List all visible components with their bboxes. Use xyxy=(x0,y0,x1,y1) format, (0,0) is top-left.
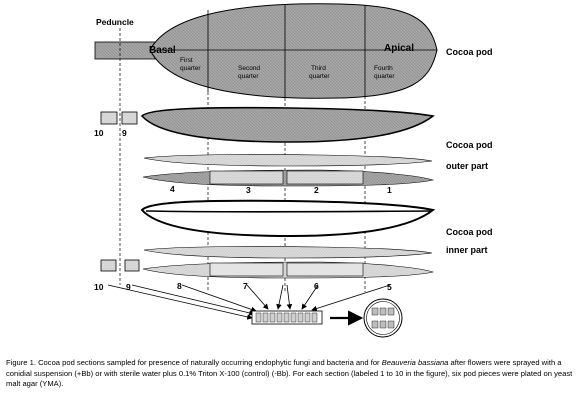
label-section-7: 7 xyxy=(243,281,248,291)
outer-part-label: outer part xyxy=(446,161,488,171)
figure-caption: Figure 1. Cocoa pod sections sampled for… xyxy=(6,358,574,390)
label-section-1: 1 xyxy=(387,185,392,195)
label-section-8: 8 xyxy=(177,281,182,291)
piece-9-inner xyxy=(124,259,140,272)
inner-strip-upper xyxy=(143,246,433,259)
inner-part-label: inner part xyxy=(446,245,488,255)
inner-pod-rim xyxy=(145,210,431,213)
outer-section-2 xyxy=(286,170,364,185)
basal-label: Basal xyxy=(149,45,176,56)
inner-pod-half xyxy=(140,199,436,238)
inner-section-7 xyxy=(209,262,284,277)
plated-pieces-row xyxy=(251,310,323,325)
piece-10-outer xyxy=(100,111,118,125)
outer-section-3 xyxy=(209,170,284,185)
caption-species: Beauveria bassiana xyxy=(381,358,449,367)
cocoa-pod-inner-label: Cocoa pod xyxy=(446,227,493,237)
inner-section-6 xyxy=(286,262,364,277)
label-section-4: 4 xyxy=(170,184,175,194)
cocoa-pod-outer-label: Cocoa pod xyxy=(446,140,493,150)
petri-dish xyxy=(363,298,403,338)
label-section-5: 5 xyxy=(387,282,392,292)
label-piece-10-inner: 10 xyxy=(94,282,104,292)
label-section-3: 3 xyxy=(246,185,251,195)
piece-9-outer xyxy=(121,111,138,125)
apical-label: Apical xyxy=(384,43,414,54)
sampling-arrows xyxy=(107,284,391,320)
label-piece-10-outer: 10 xyxy=(94,128,104,138)
outer-pod-half xyxy=(140,106,435,143)
peduncle-stem xyxy=(94,41,156,60)
cocoa-pod-label: Cocoa pod xyxy=(446,47,493,57)
piece-10-inner xyxy=(100,259,117,272)
label-section-2: 2 xyxy=(314,185,319,195)
peduncle-label: Peduncle xyxy=(96,17,134,27)
caption-part-1: Figure 1. Cocoa pod sections sampled for… xyxy=(6,358,382,367)
label-section-6: 6 xyxy=(314,281,319,291)
caption-part-2: after flowers were sprayed with a conidi… xyxy=(6,358,573,389)
outer-strip-upper xyxy=(143,154,433,167)
label-piece-9-inner: 9 xyxy=(126,282,131,292)
label-piece-9-outer: 9 xyxy=(122,128,127,138)
